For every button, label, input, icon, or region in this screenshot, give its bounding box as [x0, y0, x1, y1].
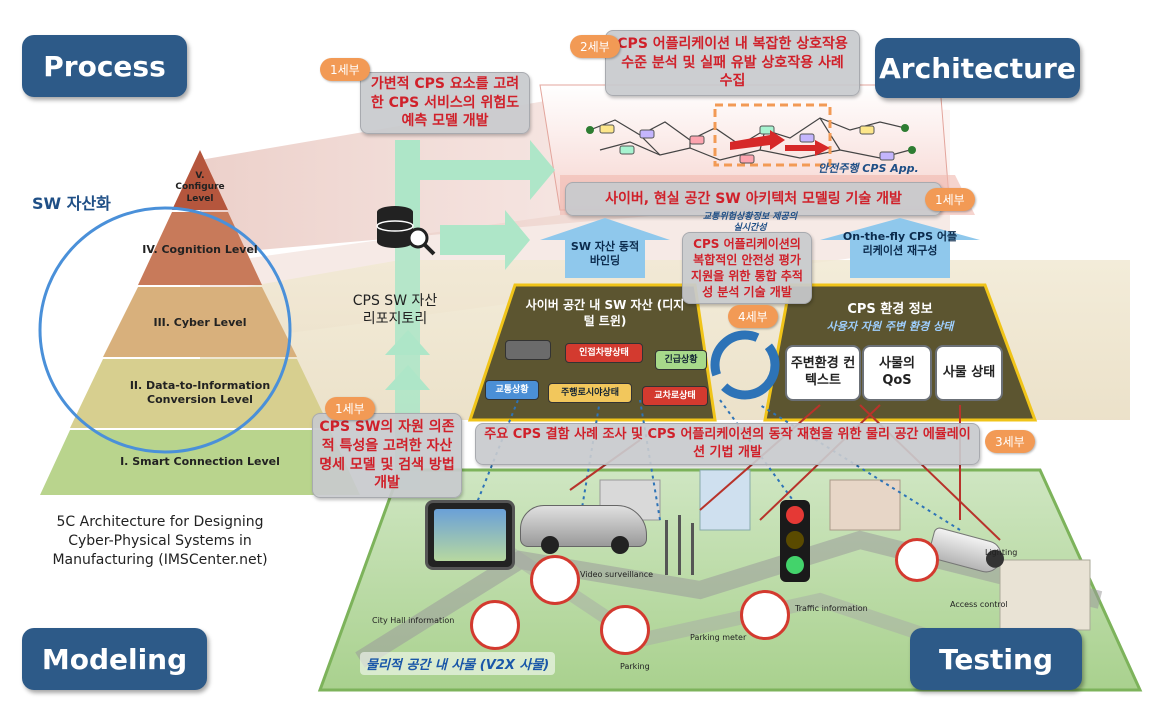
reconfig-arrow: On-the-fly CPS 어플리케이션 재구성: [820, 218, 980, 278]
architecture-label: Architecture: [875, 38, 1080, 98]
sensor-circle: [895, 538, 939, 582]
env-box-thing-state: 사물 상태: [935, 345, 1003, 401]
five-c-pyramid: [38, 150, 360, 495]
reconfig-arrow-label: On-the-fly CPS 어플리케이션 재구성: [842, 230, 958, 257]
repository-label: CPS SW 자산 리포지토리: [352, 293, 438, 328]
map-label-lighting: Lighting: [985, 548, 1018, 557]
cyber-chip-emergency: 긴급상황: [655, 350, 707, 370]
modeling-label: Modeling: [22, 628, 207, 690]
callout-emulation: 주요 CPS 결함 사례 조사 및 CPS 어플리케이션의 동작 재현을 위한 …: [475, 423, 980, 465]
sw-asset-label: SW 자산화: [32, 194, 111, 213]
street-lights: [660, 515, 700, 575]
badge-top-left: 1세부: [320, 58, 370, 81]
car-image: [520, 505, 647, 554]
callout-arch-modeling: 사이버, 현실 공간 SW 아키텍처 모델링 기술 개발: [565, 182, 942, 216]
callout-safety-eval: CPS 어플리케이션의 복합적인 안전성 평가 지원을 위한 통합 추적성 분석…: [682, 232, 812, 304]
sensor-circle: [470, 600, 520, 650]
env-box-qos: 사물의 QoS: [862, 345, 932, 401]
traffic-light: [780, 500, 810, 582]
pyramid-level-1: I. Smart Connection Level: [120, 455, 280, 469]
badge-top-center: 2세부: [570, 35, 620, 58]
badge-arch-right: 1세부: [925, 188, 975, 211]
env-box-context: 주변환경 컨텍스트: [785, 345, 861, 401]
map-label-parking: Parking: [620, 662, 650, 671]
cyber-chip-intersection: 교차로상태: [642, 386, 708, 406]
sensor-circle: [530, 555, 580, 605]
traffic-note: 교통위험상황정보 제공의 실시간성: [702, 212, 798, 233]
cyber-panel-title: 사이버 공간 내 SW 자산 (디지털 트윈): [525, 298, 685, 329]
pyramid-level-4: IV. Cognition Level: [142, 243, 258, 257]
cyber-chip-traffic: 교통상황: [485, 380, 539, 400]
map-label-city-hall: City Hall information: [372, 616, 455, 625]
cyber-chip-road-view: 주행로시야상태: [548, 383, 632, 403]
binding-arrow: SW 자산 동적 바인딩: [540, 218, 670, 278]
map-label-traffic: Traffic information: [795, 604, 868, 613]
physical-space-label: 물리적 공간 내 사물 (V2X 사물): [360, 652, 556, 675]
pyramid-caption: 5C Architecture for Designing Cyber-Phys…: [52, 514, 268, 568]
callout-asset-spec: CPS SW의 자원 의존적 특성을 고려한 자산 명세 모델 및 검색 방법 …: [312, 413, 462, 498]
pyramid-level-3: III. Cyber Level: [153, 315, 247, 329]
badge-middle: 4세부: [728, 305, 778, 328]
callout-interaction: CPS 어플리케이션 내 복잡한 상호작용 수준 분석 및 실패 유발 상호작용…: [605, 30, 860, 96]
pyramid-level-2: II. Data-to-Information Conversion Level: [129, 378, 271, 406]
process-label: Process: [22, 35, 187, 97]
cyber-chip-blank: [505, 340, 551, 360]
badge-bottom-right: 3세부: [985, 430, 1035, 453]
gps-navigator: [425, 500, 515, 570]
map-label-access: Access control: [950, 600, 1008, 609]
env-panel-title: CPS 환경 정보: [847, 302, 933, 317]
safe-driving-app-label: 안전주행 CPS App.: [818, 162, 919, 175]
pyramid-level-5: V. Configure Level: [175, 171, 225, 204]
callout-risk-model: 가변적 CPS 요소를 고려한 CPS 서비스의 위험도 예측 모델 개발: [360, 72, 530, 134]
sensor-circle: [600, 605, 650, 655]
map-label-video: Video surveillance: [580, 570, 654, 579]
sensor-circle: [740, 590, 790, 640]
cyber-chip-adjacent-vehicle: 인접차량상태: [565, 343, 643, 363]
badge-bottom-left: 1세부: [325, 397, 375, 420]
env-panel-subtitle: 사용자 자원 주변 환경 상태: [826, 320, 954, 333]
map-label-parking-meter: Parking meter: [690, 633, 747, 642]
binding-arrow-label: SW 자산 동적 바인딩: [570, 240, 640, 267]
testing-label: Testing: [910, 628, 1082, 690]
